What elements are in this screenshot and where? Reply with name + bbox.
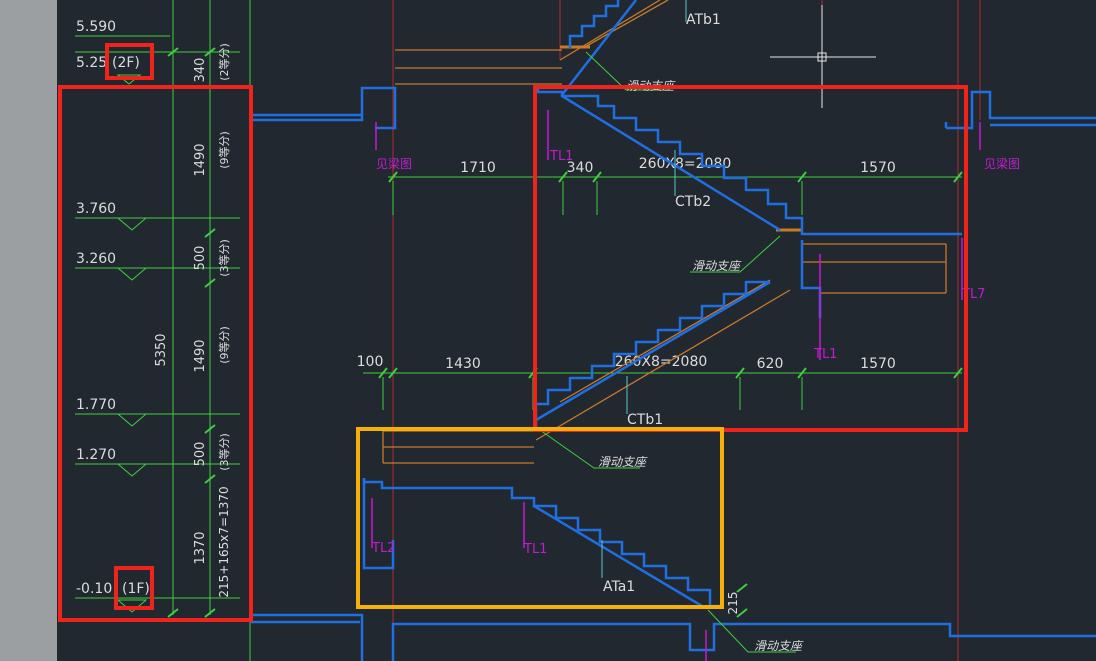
- dim-total-5350: 5350: [154, 333, 169, 366]
- elevation-labels: 5.590 5.25 (2F) 3.760 3.260 1.770 1.270 …: [76, 19, 150, 597]
- grid-lines: [172, 0, 981, 661]
- dim-1710: 1710: [460, 160, 496, 176]
- dim-340: 340: [193, 58, 208, 83]
- component-labels: ATb1 CTb2 CTb1 ATa1: [603, 12, 721, 595]
- label-tl1-lower: TL1: [523, 542, 547, 557]
- dim-340-h: 340: [567, 160, 594, 176]
- elevation-marks: [75, 35, 240, 613]
- dim-500-upper: 500: [193, 246, 208, 271]
- tl-labels: TL1 TL1 TL7 TL2 TL1 见梁图 见梁图: [371, 149, 1020, 557]
- elev-minus-0100: -0.10: [76, 581, 112, 597]
- label-sliding-support-2: 滑动支座: [692, 259, 742, 273]
- label-sliding-support-4: 滑动支座: [754, 639, 804, 653]
- leader-lines: [539, 51, 796, 653]
- sidebar-strip: [0, 0, 57, 661]
- horizontal-dimension-texts: 1710 340 260X8=2080 1570 100 1430 260X8=…: [357, 156, 896, 372]
- crosshair-cursor-icon: [770, 5, 876, 108]
- dim-500-lower: 500: [193, 442, 208, 467]
- dim-620: 620: [757, 356, 784, 372]
- label-see-beam-left: 见梁图: [376, 156, 412, 171]
- horizontal-dimension-ticks: [378, 171, 963, 379]
- label-see-beam-right: 见梁图: [984, 156, 1020, 171]
- elev-1770: 1.770: [76, 397, 116, 413]
- dim-1490-upper-division: (9等分): [217, 131, 231, 169]
- dim-1490-upper: 1490: [193, 143, 208, 176]
- highlight-box-vertical-dims: [58, 85, 253, 622]
- tl-markers: [371, 110, 981, 661]
- elev-5250: 5.25: [76, 55, 107, 71]
- dim-1570-lower: 1570: [860, 356, 896, 372]
- floor-2f-label: (2F): [112, 55, 140, 71]
- label-tl1-middle: TL1: [813, 347, 837, 362]
- label-tl2: TL2: [371, 541, 395, 556]
- highlight-box-2f: [105, 43, 154, 80]
- label-ctb1: CTb1: [627, 412, 663, 428]
- label-ata1: ATa1: [603, 579, 635, 595]
- elev-5590: 5.590: [76, 19, 116, 35]
- vertical-dimension-ticks: [167, 47, 748, 618]
- dim-215: 215: [726, 592, 740, 615]
- label-tl1-upper: TL1: [549, 149, 573, 164]
- label-sliding-support-3: 滑动支座: [598, 455, 648, 469]
- label-ctb2: CTb2: [675, 194, 711, 210]
- dim-1370: 1370: [193, 531, 208, 564]
- stair-outlines: [250, 0, 1096, 661]
- landing-slabs: [382, 0, 947, 464]
- highlight-box-1f: [114, 566, 154, 610]
- label-atb1: ATb1: [686, 12, 721, 28]
- cyan-leaders: [601, 0, 687, 578]
- highlight-box-first-flight: [356, 427, 724, 609]
- dim-1490-lower: 1490: [193, 339, 208, 372]
- dim-500-upper-division: (3等分): [217, 239, 231, 277]
- elev-1270: 1.270: [76, 447, 116, 463]
- highlight-box-middle-flights: [533, 85, 968, 432]
- floor-1f-label: (1F): [122, 581, 150, 597]
- dim-260x8-lower: 260X8=2080: [615, 354, 708, 370]
- dim-1430: 1430: [445, 356, 481, 372]
- sliding-support-labels: 滑动支座 滑动支座 滑动支座 滑动支座: [598, 79, 804, 653]
- dim-500-lower-division: (3等分): [217, 433, 231, 471]
- elev-3760: 3.760: [76, 201, 116, 217]
- dim-1490-lower-division: (9等分): [217, 326, 231, 364]
- vertical-dimension-texts: 5350 340 (2等分) 1490 (9等分) 500 (3等分) 1490…: [154, 43, 740, 614]
- dim-1370-formula: 215+165x7=1370: [217, 486, 231, 597]
- dim-260x8-upper: 260X8=2080: [639, 156, 732, 172]
- dim-340-division: (2等分): [217, 43, 231, 81]
- dim-100: 100: [357, 354, 384, 370]
- highlight-boxes: [58, 43, 968, 622]
- dim-1570-upper: 1570: [860, 160, 896, 176]
- elev-3260: 3.260: [76, 251, 116, 267]
